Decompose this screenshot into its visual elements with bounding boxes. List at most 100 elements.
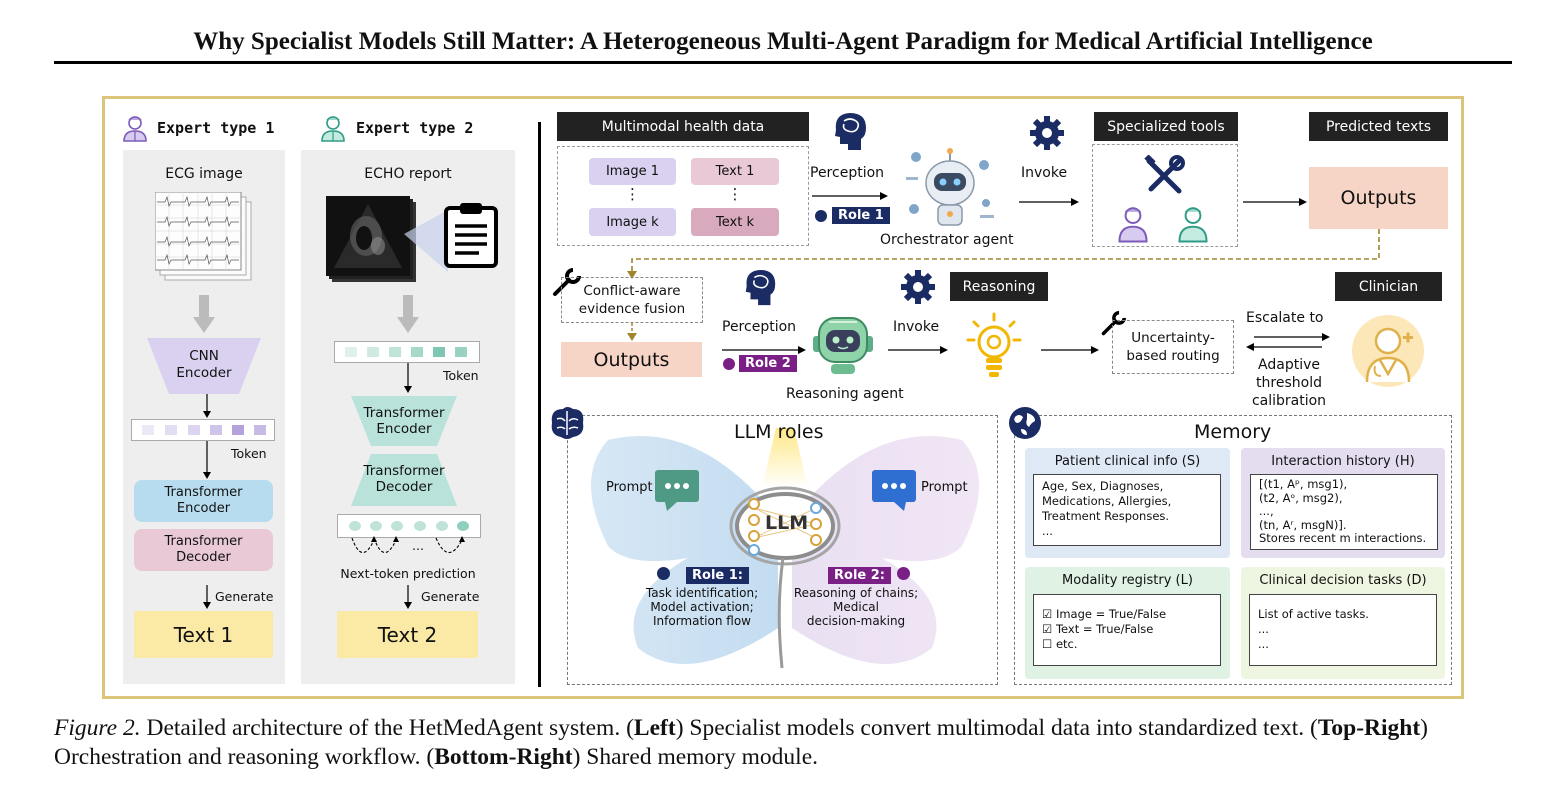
expert2-input-label: ECHO report [364, 166, 452, 182]
caption-figure-label: Figure 2. [54, 715, 141, 741]
text2-output: Text 2 [337, 611, 478, 658]
transformer-encoder [351, 396, 457, 450]
token-label: Token [443, 368, 479, 383]
arrow [203, 394, 211, 422]
llm-center-label: LLM [765, 512, 809, 534]
next-token-label: Next-token prediction [340, 566, 476, 581]
imagek-chip: Image k [589, 208, 676, 236]
figure-frame [102, 96, 1464, 699]
arrow [404, 363, 412, 397]
brain-icon [830, 110, 870, 158]
role1-description: Task identification; Model activation; I… [645, 586, 759, 628]
generate-label: Generate [421, 589, 480, 604]
llm-roles-box [567, 415, 998, 685]
gear-icon [900, 269, 936, 309]
arrow [626, 323, 638, 345]
vdots: ⋮ [625, 185, 640, 203]
vertical-divider [538, 122, 541, 687]
bidirectional-arrow [1246, 332, 1330, 356]
history-title: Interaction history (H) [1271, 454, 1415, 469]
wrench-icon [1100, 311, 1126, 341]
token-bar [334, 341, 480, 363]
cnn-encoder [147, 338, 261, 398]
figure-title: Why Specialist Models Still Matter: A He… [193, 28, 1373, 55]
chat-icon [872, 468, 916, 516]
ecg-image [154, 191, 255, 288]
role2-tag: Role 2 [739, 355, 797, 372]
history-body: [(t1, Aᵖ, msg1), (t2, Aᵒ, msg2), ..., (t… [1250, 474, 1438, 550]
role1-label: Role 1: [686, 567, 749, 584]
expert1-heading: Expert type 1 [157, 119, 275, 137]
tasks-body: List of active tasks. ... ... [1249, 594, 1437, 666]
role2-description: Reasoning of chains; Medical decision-ma… [793, 586, 919, 628]
butterfly-illustration [578, 428, 992, 686]
clinician-icon [1351, 314, 1425, 392]
transformer-encoder: Transformer Encoder [134, 480, 273, 522]
caption-left: Left [633, 715, 676, 741]
doctor-icon [1177, 203, 1209, 247]
orchestrator-label: Orchestrator agent [880, 232, 1014, 248]
figure-caption: Figure 2. Detailed architecture of the H… [54, 714, 1516, 772]
clinician-header: Clinician [1335, 272, 1442, 301]
brain-icon [741, 267, 779, 313]
tools-box [1092, 144, 1238, 247]
perception-label: Perception [722, 319, 797, 335]
lightbulb-icon [966, 312, 1022, 386]
down-arrow [193, 295, 215, 339]
invoke-label: Invoke [893, 319, 940, 335]
chat-icon [655, 468, 699, 516]
caption-text: ) Orchestration and reasoning workflow. … [54, 715, 1428, 770]
generate-label: Generate [215, 589, 274, 604]
token-bar [131, 419, 275, 441]
invoke-label: Invoke [1021, 165, 1068, 181]
prompt-left-label: Prompt [606, 480, 653, 495]
text1-output: Text 1 [134, 611, 273, 658]
caption-top-right: Top-Right [1317, 715, 1421, 741]
arrow [1019, 192, 1079, 211]
modality-body: ☑ Image = True/False ☑ Text = True/False… [1033, 594, 1221, 666]
text1-chip: Text 1 [691, 158, 779, 185]
role1-dot [657, 567, 670, 580]
arrow [888, 340, 948, 359]
role2-dot [723, 358, 735, 370]
token-label: Token [231, 446, 267, 461]
robot-icon [902, 143, 998, 235]
doctor-icon [1117, 203, 1149, 247]
transformer-decoder: Transformer Decoder [134, 529, 273, 571]
globe-icon [1007, 405, 1043, 445]
doctor-icon [122, 114, 148, 146]
transformer-decoder [351, 454, 457, 510]
arrow [203, 585, 211, 613]
connector-dashed [624, 229, 1384, 283]
reasoning-header: Reasoning [950, 272, 1048, 301]
tools-header: Specialized tools [1094, 112, 1238, 141]
routing-box: Uncertainty- based routing [1112, 320, 1234, 374]
title-rule [54, 61, 1512, 64]
robot-icon [811, 310, 875, 380]
gear-icon [1029, 115, 1065, 155]
next-token-bar [337, 514, 481, 538]
escalate-label: Escalate to [1246, 310, 1324, 326]
down-arrow [397, 295, 419, 339]
patient-title: Patient clinical info (S) [1054, 454, 1201, 469]
expert2-heading: Expert type 2 [356, 119, 474, 137]
caption-text: ) Shared memory module. [572, 744, 818, 770]
reasoning-agent-label: Reasoning agent [786, 386, 904, 402]
brain-icon [547, 405, 587, 445]
arrow [812, 186, 888, 205]
transformer-decoder-label: Transformer Decoder [363, 463, 445, 495]
echo-image [326, 196, 418, 288]
perception-label: Perception [810, 165, 885, 181]
memory-title: Memory [1194, 421, 1272, 443]
expert1-input-label: ECG image [165, 166, 243, 182]
caption-text: Detailed architecture of the HetMedAgent… [140, 715, 634, 741]
patient-body: Age, Sex, Diagnoses, Medications, Allerg… [1033, 474, 1221, 546]
arrow [404, 585, 412, 613]
fusion-box: Conflict-aware evidence fusion [561, 277, 703, 323]
ellipsis: ... [412, 538, 424, 553]
arrow [1243, 192, 1307, 211]
adaptive-label: Adaptive threshold calibration [1251, 357, 1327, 409]
arrow [1041, 340, 1099, 359]
tasks-title: Clinical decision tasks (D) [1259, 573, 1427, 588]
vdots: ⋮ [727, 185, 743, 203]
